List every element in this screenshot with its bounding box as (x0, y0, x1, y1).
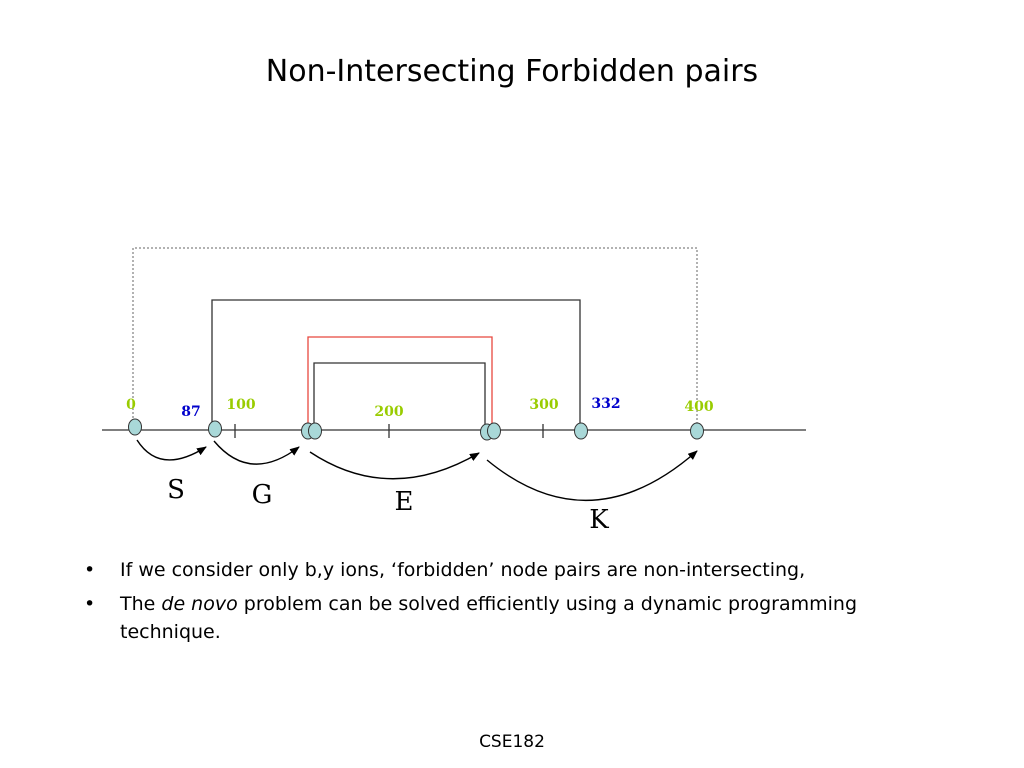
node-label-87: 87 (181, 404, 200, 420)
arc-E (309, 451, 480, 480)
forbidden-pair-bracket-red (307, 336, 493, 430)
tick-label-300: 300 (529, 397, 558, 413)
arc-S (136, 439, 207, 461)
arc-K (486, 450, 698, 501)
bullet-list: • If we consider only b,y ions, ‘forbidd… (84, 556, 944, 652)
slide-title: Non-Intersecting Forbidden pairs (265, 54, 759, 89)
tick-label-200: 200 (374, 404, 403, 420)
forbidden-pair-bracket-inner (313, 362, 486, 430)
tick-label-100: 100 (226, 397, 255, 413)
bullet-text-post: problem can be solved efficiently using … (120, 593, 858, 643)
node-332 (574, 422, 588, 440)
node-0 (128, 418, 142, 436)
node-87 (208, 420, 222, 438)
amino-acid-E: E (395, 487, 414, 517)
tick-label-0: 0 (126, 397, 136, 413)
amino-acid-S: S (167, 475, 185, 505)
node-286b (487, 422, 501, 440)
node-157b (308, 422, 322, 440)
forbidden-pair-bracket-0-400 (132, 247, 698, 430)
forbidden-pair-bracket-87-332 (211, 299, 581, 430)
amino-acid-G: G (252, 480, 273, 510)
slide-footer: CSE182 (479, 732, 545, 752)
bullet-text-pre: The (120, 593, 162, 615)
bullet-symbol: • (84, 593, 96, 615)
tick-label-400: 400 (684, 399, 713, 415)
bullet-item-2: • The de novo problem can be solved effi… (84, 590, 944, 646)
amino-acid-K: K (589, 505, 609, 535)
node-label-332: 332 (591, 396, 620, 412)
bullet-symbol: • (84, 559, 96, 581)
bullet-item-1: • If we consider only b,y ions, ‘forbidd… (84, 556, 944, 584)
bullet-text: If we consider only b,y ions, ‘forbidden… (120, 559, 806, 581)
node-400 (690, 422, 704, 440)
bullet-text-emphasis: de novo (161, 593, 238, 615)
arc-G (213, 440, 300, 465)
